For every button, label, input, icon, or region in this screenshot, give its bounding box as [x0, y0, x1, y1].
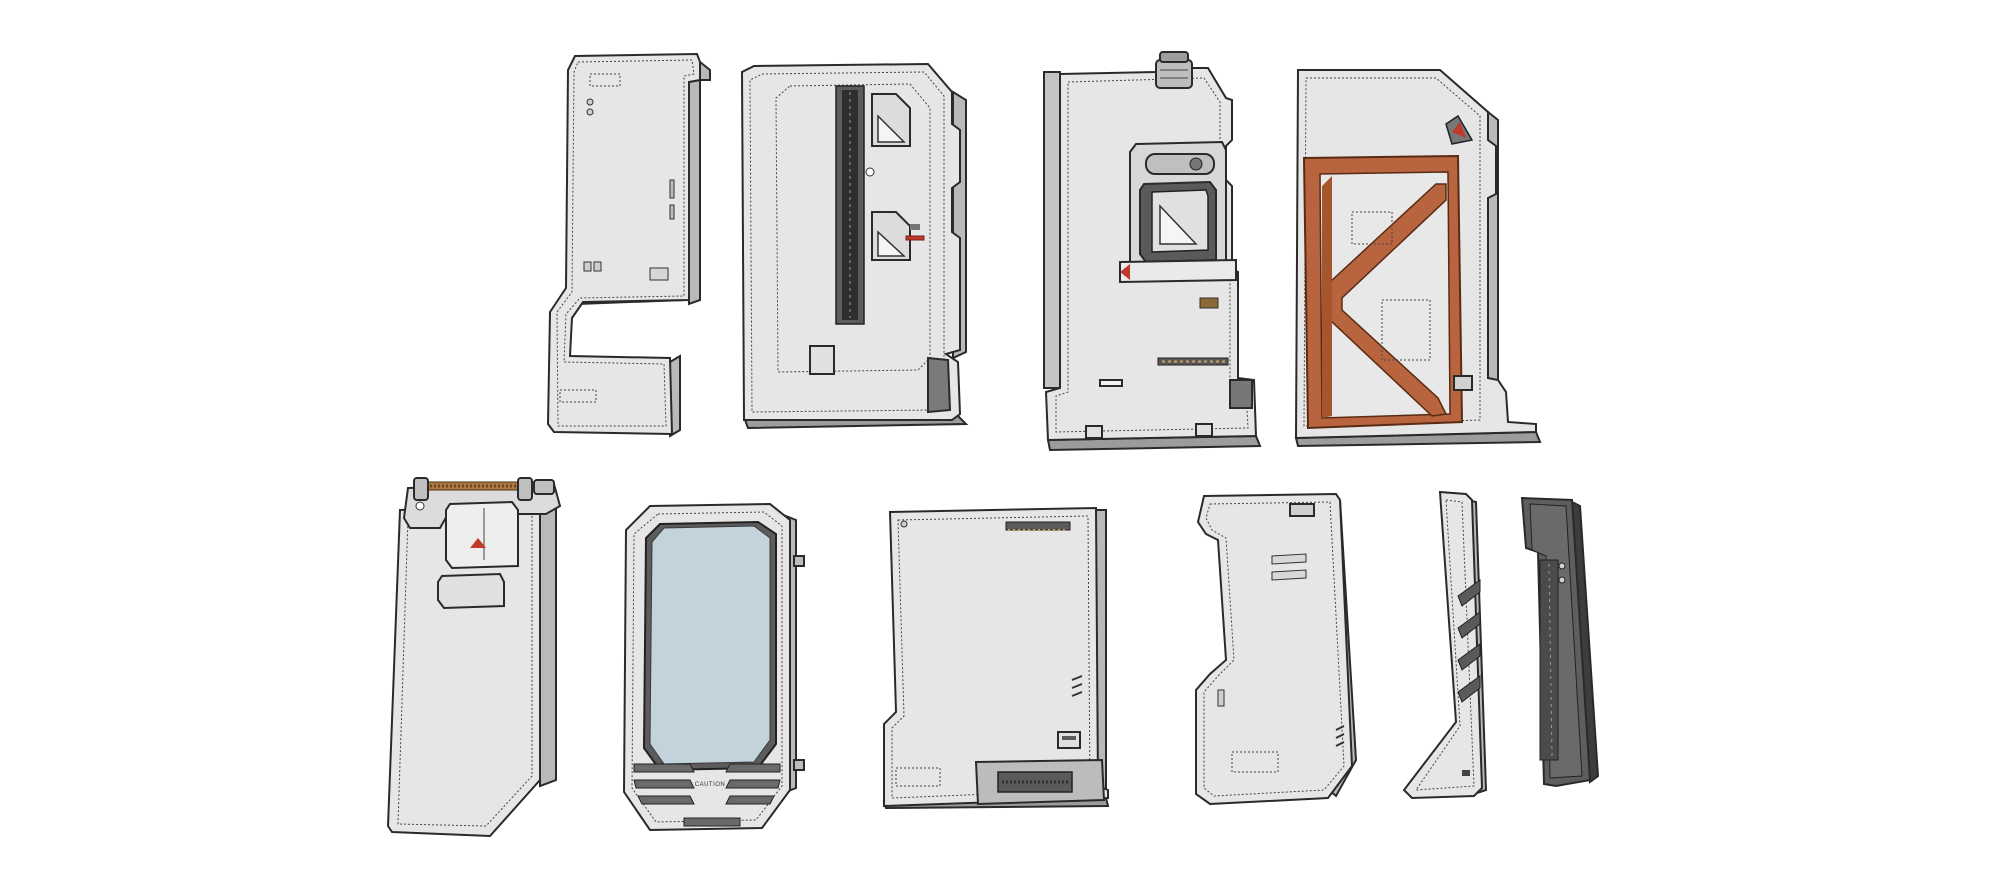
panel-4	[1294, 69, 1542, 448]
panel-7	[882, 506, 1110, 810]
panel-1	[546, 52, 711, 438]
caution-label: CAUTION	[695, 782, 726, 788]
panel-3	[1043, 51, 1262, 452]
panel-10	[1520, 496, 1600, 788]
panel-9	[1402, 490, 1488, 800]
panel-5	[386, 477, 562, 838]
panel-2	[740, 62, 969, 430]
panel-8	[1195, 492, 1358, 806]
panel-6: CAUTION	[622, 502, 805, 832]
